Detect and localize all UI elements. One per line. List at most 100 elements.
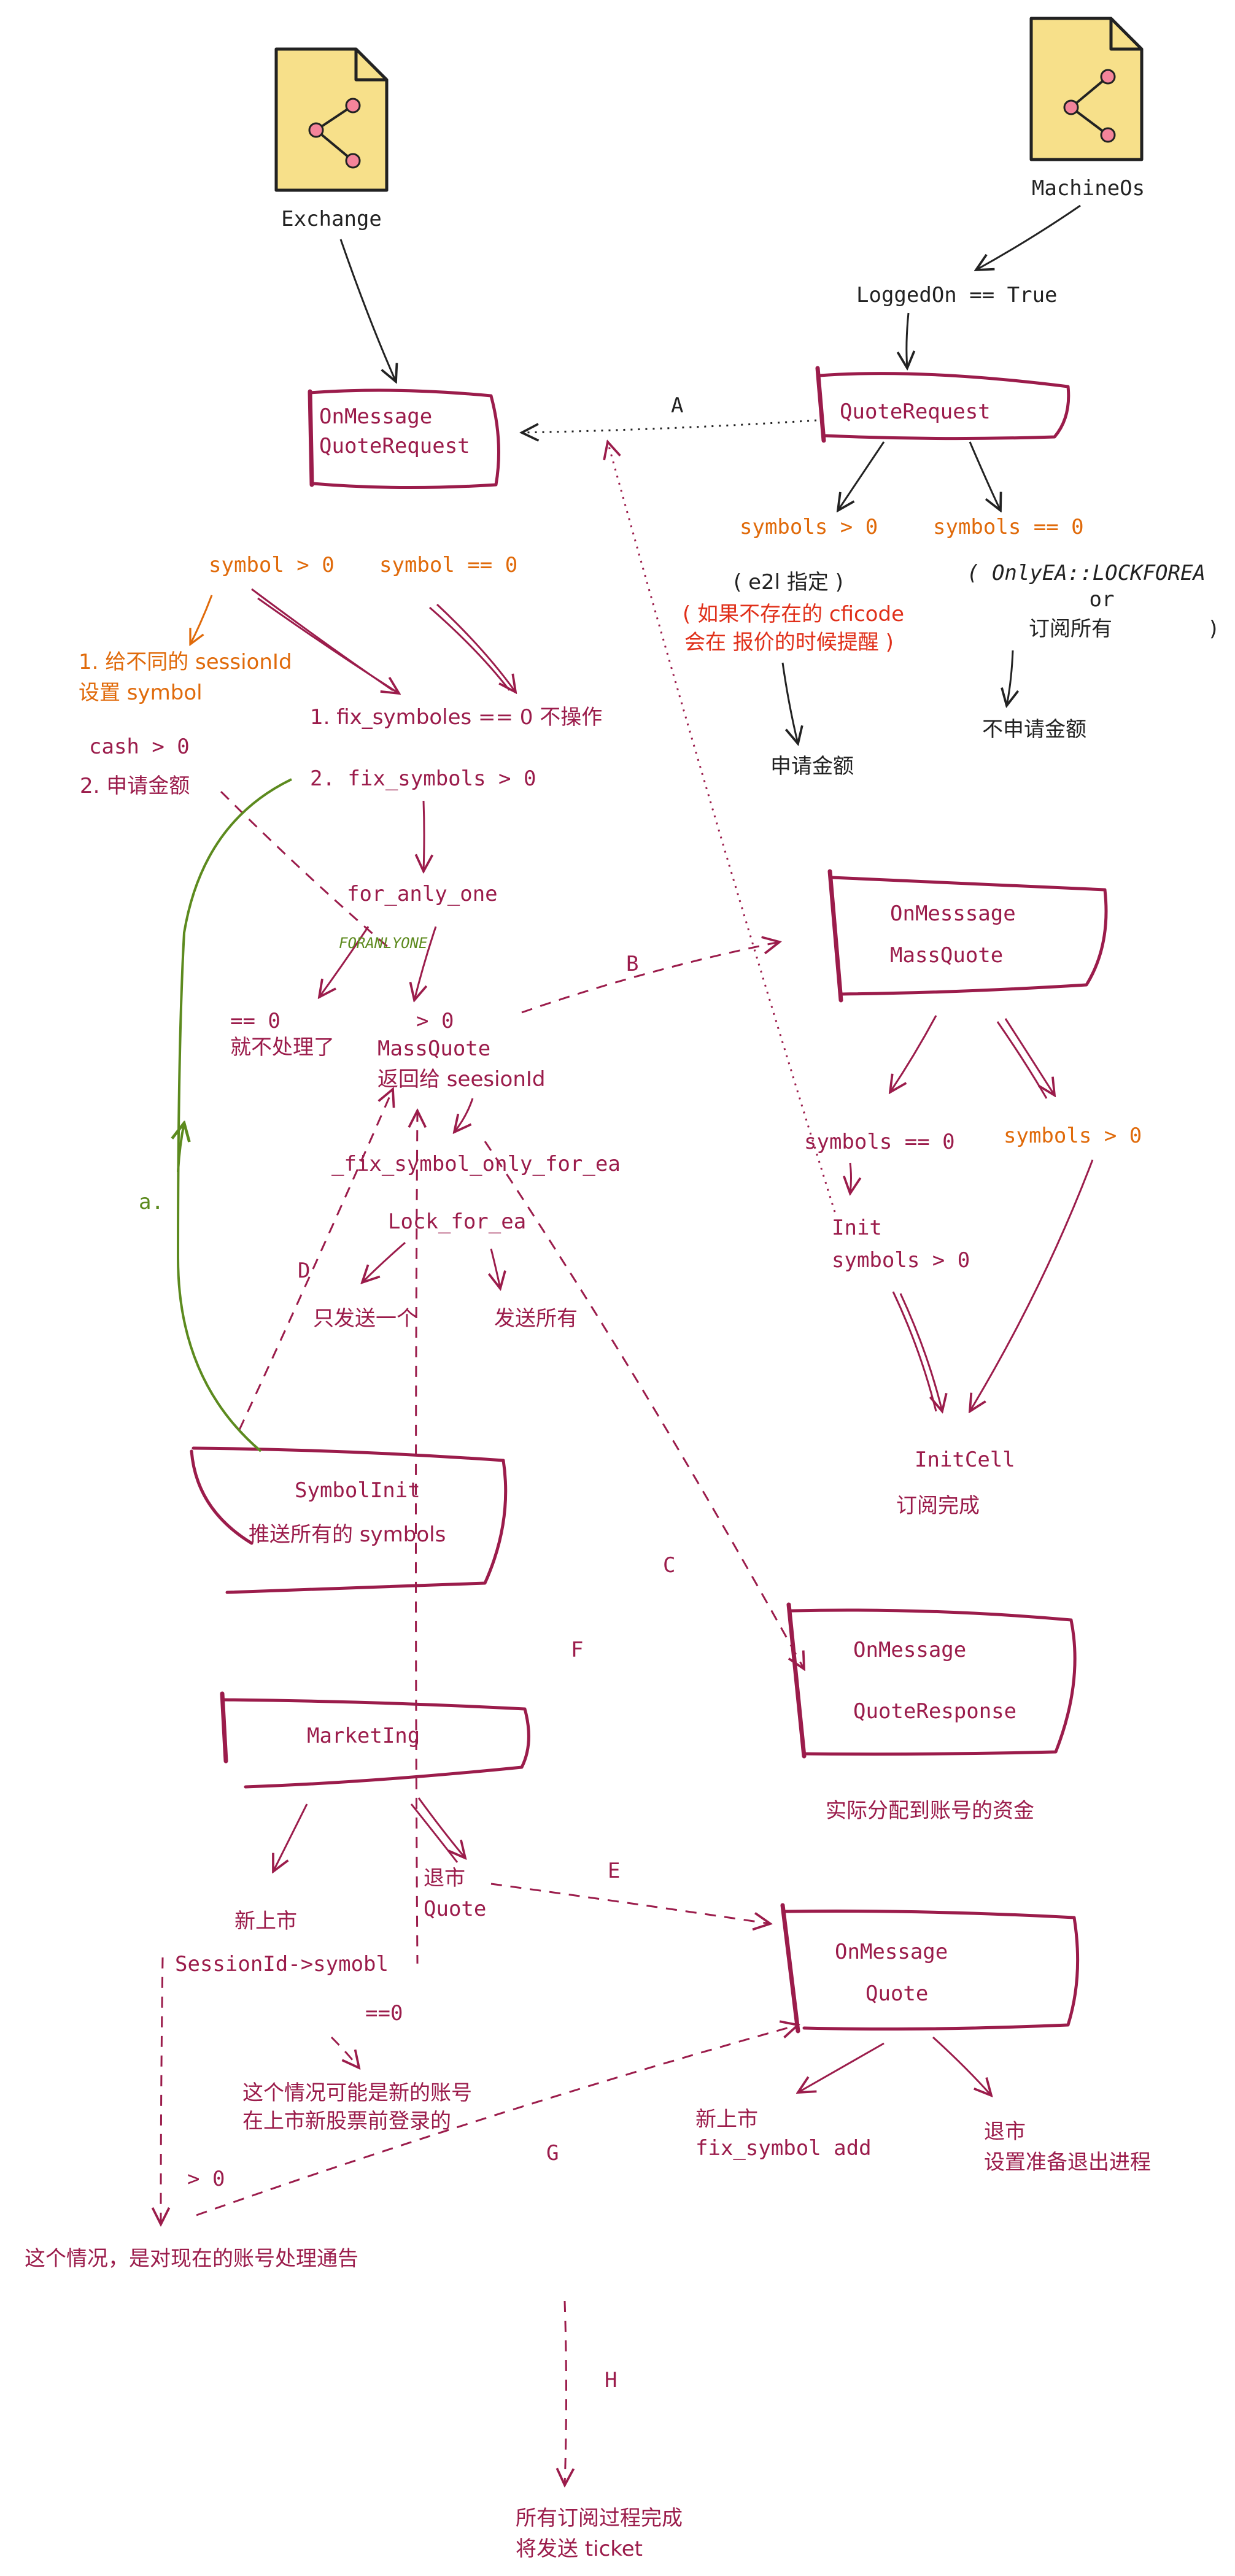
arrow-to-no-apply <box>1007 650 1013 706</box>
init-label: Init <box>832 1216 882 1240</box>
onlyea-label-1: ( OnlyEA::LOCKFOREA <box>967 561 1206 585</box>
quote-word-label: Quote <box>424 1897 486 1921</box>
edge-init-to-quoterequest <box>608 442 836 1213</box>
edge-a-dotted <box>522 419 817 433</box>
machineos-label: MachineOs <box>1032 176 1145 201</box>
diff-session-line1: 1. 给不同的 sessionId <box>79 650 292 674</box>
symbol-eq0-label: symbol == 0 <box>379 553 517 577</box>
push-all-label: 推送所有的 symbols <box>249 1522 446 1547</box>
onlyea-close: ) <box>1209 617 1217 641</box>
symbols-gt0-right: symbols > 0 <box>740 515 878 539</box>
arrow-mq-to-symbols-eq0 <box>890 1015 937 1092</box>
initcell-label: InitCell <box>915 1448 1015 1472</box>
onmessage-quote-line2: Quote <box>865 1981 928 2006</box>
edge-f-label: F <box>571 1638 583 1662</box>
symbolinit-label: SymbolInit <box>295 1478 420 1503</box>
arrow-to-apply-amount <box>781 662 798 744</box>
apply-amount-right: 申请金额 <box>770 754 854 779</box>
new-account-line2: 在上市新股票前登录的 <box>242 2109 451 2134</box>
node-onmessage-quote <box>780 1903 1080 2034</box>
arrow-exchange-to-onmessage <box>339 239 396 382</box>
node-marketing <box>220 1691 530 1789</box>
e2l-label: ( e2l 指定 ) <box>734 570 843 595</box>
arrow-machineos-to-loggedon <box>976 204 1081 270</box>
all-done-line2: 将发送 ticket <box>516 2537 643 2561</box>
edge-e-label: E <box>608 1859 620 1883</box>
edge-eq0-down <box>330 2036 359 2068</box>
actual-alloc-label: 实际分配到账号的资金 <box>826 1799 1034 1823</box>
fix-symbols-gt0-label: 2. fix_symbols > 0 <box>310 766 536 791</box>
arrow-quote-to-new-list <box>798 2042 885 2092</box>
diff-session-line2: 设置 symbol <box>79 681 203 705</box>
onmessage-qr-line1: OnMessage <box>319 404 432 429</box>
arrow-qr-to-symbols-eq0 <box>969 441 1001 511</box>
arrow-marketing-to-delist <box>410 1803 459 1863</box>
gt0b-label: > 0 <box>187 2167 225 2191</box>
lock-for-ea-label: Lock_for_ea <box>388 1209 526 1234</box>
symbols-eq0-right: symbols == 0 <box>933 515 1084 539</box>
edge-b <box>521 942 780 1014</box>
edge-a-green <box>176 778 292 1452</box>
edge-g <box>196 2025 798 2216</box>
edge-c <box>484 1141 804 1669</box>
arrow-symbol-gt0-orange <box>190 595 213 644</box>
arrow-mq-to-symbols-gt0 <box>996 1021 1048 1099</box>
arrow-symbols-gt0-to-initcell <box>970 1159 1094 1411</box>
onmessage-qresp-line2: QuoteResponse <box>853 1699 1016 1724</box>
cash-gt0-label: cash > 0 <box>89 735 190 759</box>
arrow-lock-to-send-one <box>362 1241 406 1282</box>
fix-symbol-add-label: fix_symbol add <box>695 2136 872 2161</box>
arrow-lock-to-send-all <box>491 1248 500 1289</box>
arrow-symbol-eq0-to-fix <box>429 606 511 691</box>
edge-a-green-label: a. <box>139 1190 164 1214</box>
exchange-file-icon <box>274 47 389 192</box>
onmessage-quote-line1: OnMessage <box>835 1940 948 1964</box>
session-symbol-label: SessionId->symobl <box>175 1952 389 1976</box>
loggedon-label: LoggedOn == True <box>856 283 1058 307</box>
edge-d-label: D <box>298 1259 310 1283</box>
onmessage-mq-line2: MassQuote <box>890 943 1003 968</box>
new-listing-label: 新上市 <box>234 1909 297 1934</box>
init-symbols-gt0-label: symbols > 0 <box>832 1248 970 1273</box>
fix-symboles-eq0-label: 1. fix_symboles == 0 不操作 <box>310 705 602 730</box>
edge-g-label: G <box>546 2141 559 2165</box>
all-done-line1: 所有订阅过程完成 <box>516 2506 683 2531</box>
onmessage-mq-line1: OnMesssage <box>890 901 1016 926</box>
no-apply-label: 不申请金额 <box>982 717 1086 742</box>
node-onmessage-massquote <box>827 869 1108 1003</box>
apply-amount-left: 2. 申请金额 <box>80 774 190 798</box>
arrow-symbols-eq0-to-init <box>850 1162 851 1194</box>
send-one-label: 只发送一个 <box>313 1306 417 1331</box>
sub-done-label: 订阅完成 <box>896 1494 980 1518</box>
new-account-line1: 这个情况可能是新的账号 <box>242 2081 472 2105</box>
quoterequest-label: QuoteRequest <box>840 399 991 424</box>
arrow-quote-to-delist <box>932 2036 991 2096</box>
cficode-line1: ( 如果不存在的 cficode <box>683 602 904 627</box>
edge-c-label: C <box>663 1553 675 1578</box>
symbol-gt0-label: symbol > 0 <box>209 553 335 577</box>
edge-h <box>565 2300 567 2485</box>
delist-right-label: 退市 <box>984 2119 1026 2144</box>
node-quoterequest <box>815 366 1070 443</box>
new-list-right-label: 新上市 <box>695 2107 758 2132</box>
edge-e <box>490 1883 770 1924</box>
cficode-line2: 会在 报价的时候提醒 ) <box>684 630 894 655</box>
return-session-label: 返回给 seesionId <box>377 1067 545 1092</box>
node-onmessage-quoteresponse <box>786 1602 1077 1759</box>
send-all-label: 发送所有 <box>494 1306 578 1331</box>
gt0-label: > 0 <box>416 1009 454 1033</box>
edge-h-label: H <box>605 2368 617 2393</box>
prepare-exit-label: 设置准备退出进程 <box>984 2150 1151 2175</box>
onmessage-qr-line2: QuoteRequest <box>319 434 470 458</box>
edge-f <box>416 1111 418 1964</box>
arrow-return-to-fixonlyea <box>454 1098 474 1132</box>
node-onmessage-quoterequest <box>308 388 500 490</box>
edge-new-listing-down <box>161 1957 163 2224</box>
foranlyone-label: FORANLYONE <box>339 935 428 952</box>
machineos-file-icon <box>1029 17 1144 161</box>
for-anly-one-label: for_anly_one <box>347 882 498 906</box>
edge-b-label: B <box>626 952 638 976</box>
mq-symbols-eq0-label: symbols == 0 <box>804 1130 955 1154</box>
arrow-foranlyone-to-eq0 <box>319 926 370 997</box>
